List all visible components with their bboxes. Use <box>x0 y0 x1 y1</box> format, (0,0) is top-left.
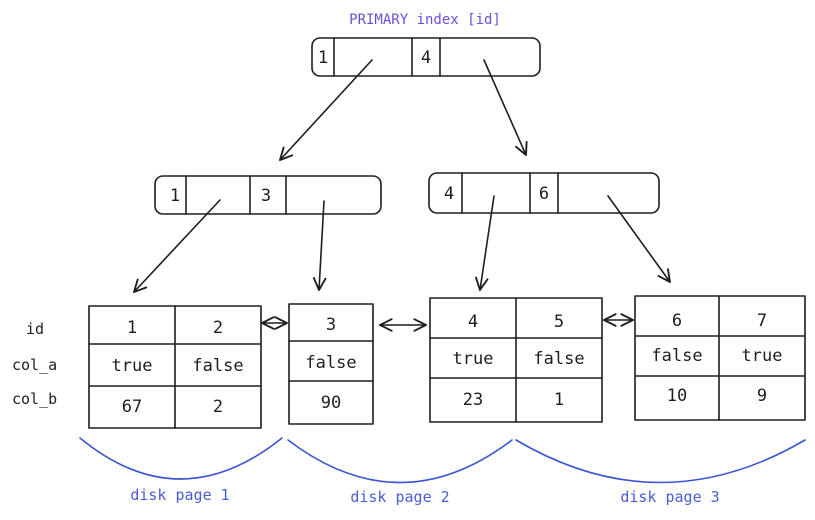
leaf-frame <box>634 295 806 421</box>
disk-page-label: disk page 2 <box>350 488 449 506</box>
leaf-page-3: 4 5 true false 23 1 <box>429 297 603 423</box>
internal-key: 1 <box>170 186 180 206</box>
leaf-frame <box>288 303 374 425</box>
row-label-id: id <box>26 320 44 338</box>
leaf-page-1: 1 2 true false 67 2 <box>88 305 262 429</box>
internal-node-left: 1 3 <box>154 175 382 215</box>
leaf-cell-id: 7 <box>757 311 767 331</box>
row-label-col-a: col_a <box>12 356 57 374</box>
leaf-cell-id: 4 <box>468 312 478 332</box>
leaf-cell-col-b: 10 <box>667 386 687 406</box>
row-label-col-b: col_b <box>12 390 57 408</box>
disk-page-label: disk page 3 <box>620 488 719 506</box>
leaf-cell-col-b: 9 <box>757 386 767 406</box>
internal-node-box <box>428 172 660 214</box>
leaf-cell-col-b: 90 <box>321 393 341 413</box>
root-node: 1 4 <box>311 37 541 77</box>
leaf-cell-col-b: 67 <box>122 397 142 417</box>
pointer-arrow <box>475 195 495 291</box>
leaf-cell-col-a: false <box>533 349 584 369</box>
pointer-arrow <box>483 59 528 156</box>
leaf-cell-col-a: false <box>192 356 243 376</box>
internal-key: 3 <box>261 186 271 206</box>
index-title: PRIMARY index [id] <box>349 12 501 28</box>
leaf-cell-col-a: false <box>651 346 702 366</box>
row-labels: id col_a col_b <box>12 320 57 408</box>
internal-node-box <box>154 175 382 215</box>
leaf-cell-col-a: true <box>453 349 494 369</box>
disk-page-brace <box>515 439 806 484</box>
pointer-arrow <box>312 200 327 291</box>
internal-node-right: 4 6 <box>428 172 660 214</box>
leaf-cell-col-a: true <box>742 346 783 366</box>
leaf-cell-id: 1 <box>127 318 137 338</box>
root-node-box <box>311 37 541 77</box>
root-key: 1 <box>318 48 328 68</box>
disk-page-label: disk page 1 <box>130 486 229 504</box>
disk-page-brace <box>79 437 283 480</box>
leaf-page-2: 3 false 90 <box>288 303 374 425</box>
internal-key: 6 <box>539 184 549 204</box>
leaf-cell-id: 6 <box>672 311 682 331</box>
leaf-page-4: 6 7 false true 10 9 <box>634 295 806 421</box>
root-key: 4 <box>421 48 431 68</box>
leaf-cell-col-b: 2 <box>213 397 223 417</box>
pointer-arrows <box>133 59 671 293</box>
pointer-arrow <box>133 199 221 293</box>
leaf-cell-col-a: false <box>305 353 356 373</box>
leaf-cell-id: 5 <box>554 312 564 332</box>
leaf-cell-col-b: 1 <box>554 390 564 410</box>
leaf-cell-col-a: true <box>112 356 153 376</box>
pointer-arrow <box>607 195 671 283</box>
internal-key: 4 <box>444 184 454 204</box>
leaf-cell-col-b: 23 <box>463 390 483 410</box>
leaf-cell-id: 3 <box>326 315 336 335</box>
disk-page-brace <box>287 439 513 484</box>
disk-page-braces <box>79 437 806 484</box>
sibling-links <box>261 313 634 332</box>
leaf-cell-id: 2 <box>213 318 223 338</box>
pointer-arrow <box>279 59 373 161</box>
